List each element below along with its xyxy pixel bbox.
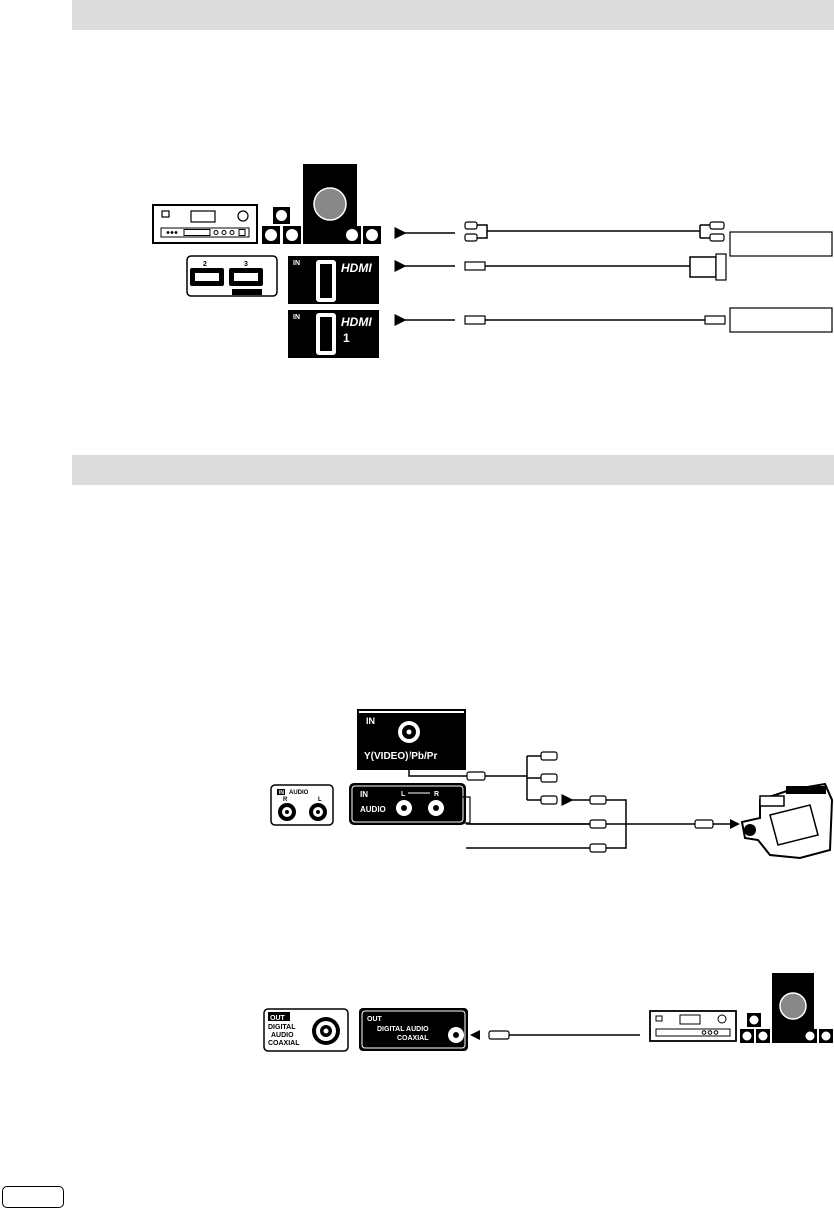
section-header-bar-middle (72, 455, 834, 485)
side-audio-l-label: L (318, 797, 322, 803)
rca-plug-pb (540, 773, 558, 783)
av-receiver-icon (152, 204, 258, 244)
component-in-label: IN (366, 716, 375, 726)
coax-side-line1: DIGITAL (268, 1024, 296, 1031)
component-cable-split (485, 755, 541, 801)
speaker-set-icon (262, 164, 381, 244)
device-label-box-2 (729, 307, 833, 333)
audio-label: AUDIO (360, 805, 386, 814)
hdmi-port-3-label: 3 (244, 261, 248, 268)
side-hdmi-ports: 2 3 (186, 255, 278, 297)
hdmi-in-label: IN (293, 260, 300, 267)
hdmi-1-in-label: IN (293, 314, 300, 321)
speaker-set-icon-bottom (740, 973, 833, 1043)
audio-l-label: L (401, 791, 406, 798)
component-video-panel: IN Y(VIDEO)/Pb/Pr (357, 709, 466, 770)
coax-cable (470, 1030, 640, 1040)
coax-side-out-label: OUT (270, 1015, 286, 1022)
camcorder-icon (740, 782, 834, 860)
audio-in-label: IN (360, 790, 368, 799)
page-number-box (2, 1186, 64, 1208)
hdmi-input-panel: IN HDMI (288, 256, 379, 304)
audio-input-panel: IN L R AUDIO (349, 783, 466, 825)
hdmi-port-number: 1 (343, 331, 350, 345)
coax-out-label: OUT (367, 1016, 383, 1023)
coax-line2: COAXIAL (397, 1035, 429, 1042)
section-header-bar-top (72, 0, 834, 30)
audio-cables (462, 794, 740, 853)
side-audio-label: AUDIO (289, 790, 309, 796)
side-audio-r-label: R (283, 797, 288, 803)
coax-side-line3: COAXIAL (268, 1040, 300, 1047)
hdmi-port-2-label: 2 (203, 261, 207, 268)
hdmi-1-input-panel: IN HDMI 1 (288, 310, 379, 358)
coax-side-line2: AUDIO (271, 1032, 294, 1039)
rca-plug-icon (466, 771, 486, 781)
hdmi-cable (394, 314, 726, 326)
rca-plug-y (540, 751, 558, 761)
hdmi-logo: HDMI (341, 261, 372, 275)
side-audio-panel: IN AUDIO R L (270, 784, 334, 826)
hdmi-dvi-cable (394, 253, 727, 281)
side-audio-in-label: IN (279, 790, 284, 796)
av-receiver-icon-bottom (649, 1010, 737, 1042)
component-connector-label: Y(VIDEO)/Pb/Pr (364, 751, 437, 762)
hdmi-1-logo: HDMI (341, 315, 372, 329)
rca-plug-pr (540, 795, 558, 805)
audio-r-label: R (434, 791, 439, 798)
coax-line1: DIGITAL AUDIO (377, 1026, 429, 1033)
device-label-box-1 (729, 231, 833, 257)
audio-cable (394, 221, 725, 242)
component-cable-lead (408, 743, 467, 777)
coax-side-panel: OUT DIGITAL AUDIO COAXIAL (263, 1008, 349, 1052)
coax-output-panel: OUT DIGITAL AUDIO COAXIAL (359, 1008, 468, 1051)
